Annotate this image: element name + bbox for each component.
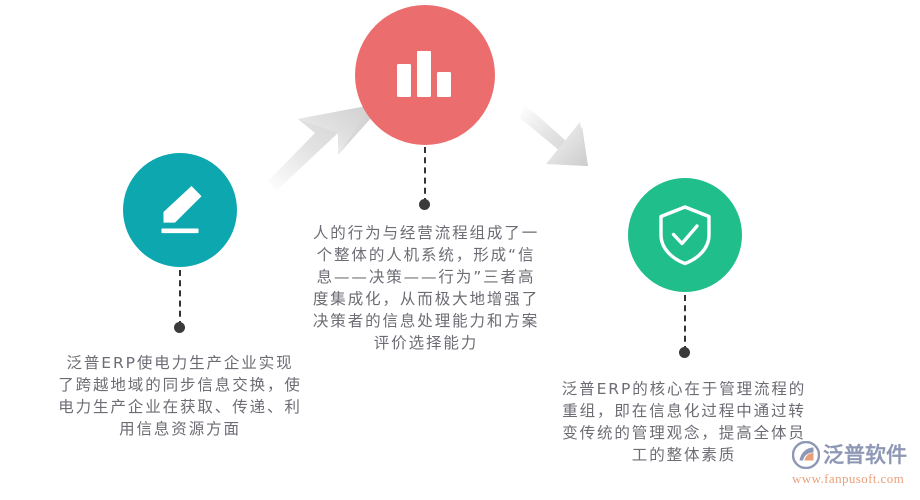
connector-line-right	[684, 295, 686, 352]
connector-dot-center	[419, 199, 430, 210]
watermark-brand: 泛普软件	[823, 443, 907, 467]
bar-chart-icon	[397, 51, 451, 97]
arrow-up-right-icon	[268, 105, 372, 191]
connector-line-left	[179, 270, 181, 327]
watermark-row: 泛普软件	[792, 440, 916, 470]
watermark-logo: 泛普软件 www.fanpusoft.com	[792, 440, 916, 492]
node-circle-edit[interactable]	[123, 153, 237, 267]
shield-check-icon	[659, 205, 711, 266]
arrow-down-right-icon	[520, 106, 588, 166]
node-circle-shield[interactable]	[628, 178, 742, 292]
caption-shield: 泛普ERP的核心在于管理流程的重组，即在信息化过程中通过转变传统的管理观念，提高…	[561, 380, 807, 464]
connector-dot-left	[174, 322, 185, 333]
caption-chart: 人的行为与经营流程组成了一个整体的人机系统，形成“信息——决策——行为”三者高度…	[312, 224, 540, 352]
connector-dot-right	[679, 347, 690, 358]
connector-line-center	[424, 147, 426, 204]
caption-edit: 泛普ERP使电力生产企业实现了跨越地域的同步信息交换，使电力生产企业在获取、传递…	[58, 354, 302, 438]
watermark-url: www.fanpusoft.com	[792, 471, 905, 486]
node-circle-chart[interactable]	[355, 5, 495, 145]
fanpu-logo-mark-icon	[792, 441, 820, 469]
pencil-edit-icon	[161, 186, 202, 234]
